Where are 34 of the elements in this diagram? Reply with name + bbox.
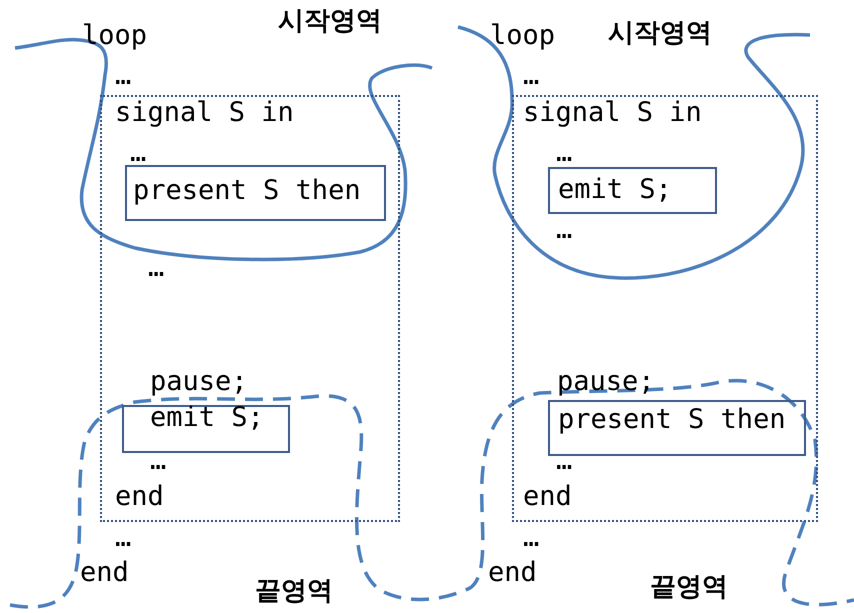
code-box (122, 405, 290, 453)
region-label: 끝영역 (255, 576, 333, 606)
block-outline (100, 95, 400, 522)
code-line: present S then (558, 404, 786, 436)
code-line: … (523, 60, 540, 92)
code-line: loop (490, 20, 556, 52)
code-box (548, 167, 717, 214)
code-line: pause; (557, 366, 655, 398)
code-line: … (148, 252, 164, 284)
region-label: 시작영역 (278, 6, 382, 36)
code-line: present S then (133, 175, 361, 207)
code-line: … (115, 60, 132, 92)
code-line: signal S in (115, 97, 294, 129)
code-line: emit S; (150, 402, 264, 434)
code-box (548, 400, 806, 456)
code-line: end (488, 557, 537, 589)
code-line: loop (82, 20, 148, 52)
code-line: pause; (150, 366, 248, 398)
code-line: end (115, 481, 164, 513)
code-line: signal S in (523, 97, 702, 129)
code-line: … (556, 137, 572, 169)
block-outline (512, 95, 818, 522)
code-line: end (523, 481, 572, 513)
code-line: … (523, 522, 540, 554)
code-line: end (80, 557, 129, 589)
code-line: … (115, 522, 132, 554)
region-label: 시작영역 (608, 18, 712, 48)
code-line: … (556, 214, 572, 246)
code-line: … (130, 137, 146, 169)
code-line: emit S; (558, 174, 672, 206)
region-label: 끝영역 (650, 572, 728, 602)
code-line: … (556, 445, 572, 477)
code-box (125, 165, 386, 221)
code-line: … (150, 445, 166, 477)
